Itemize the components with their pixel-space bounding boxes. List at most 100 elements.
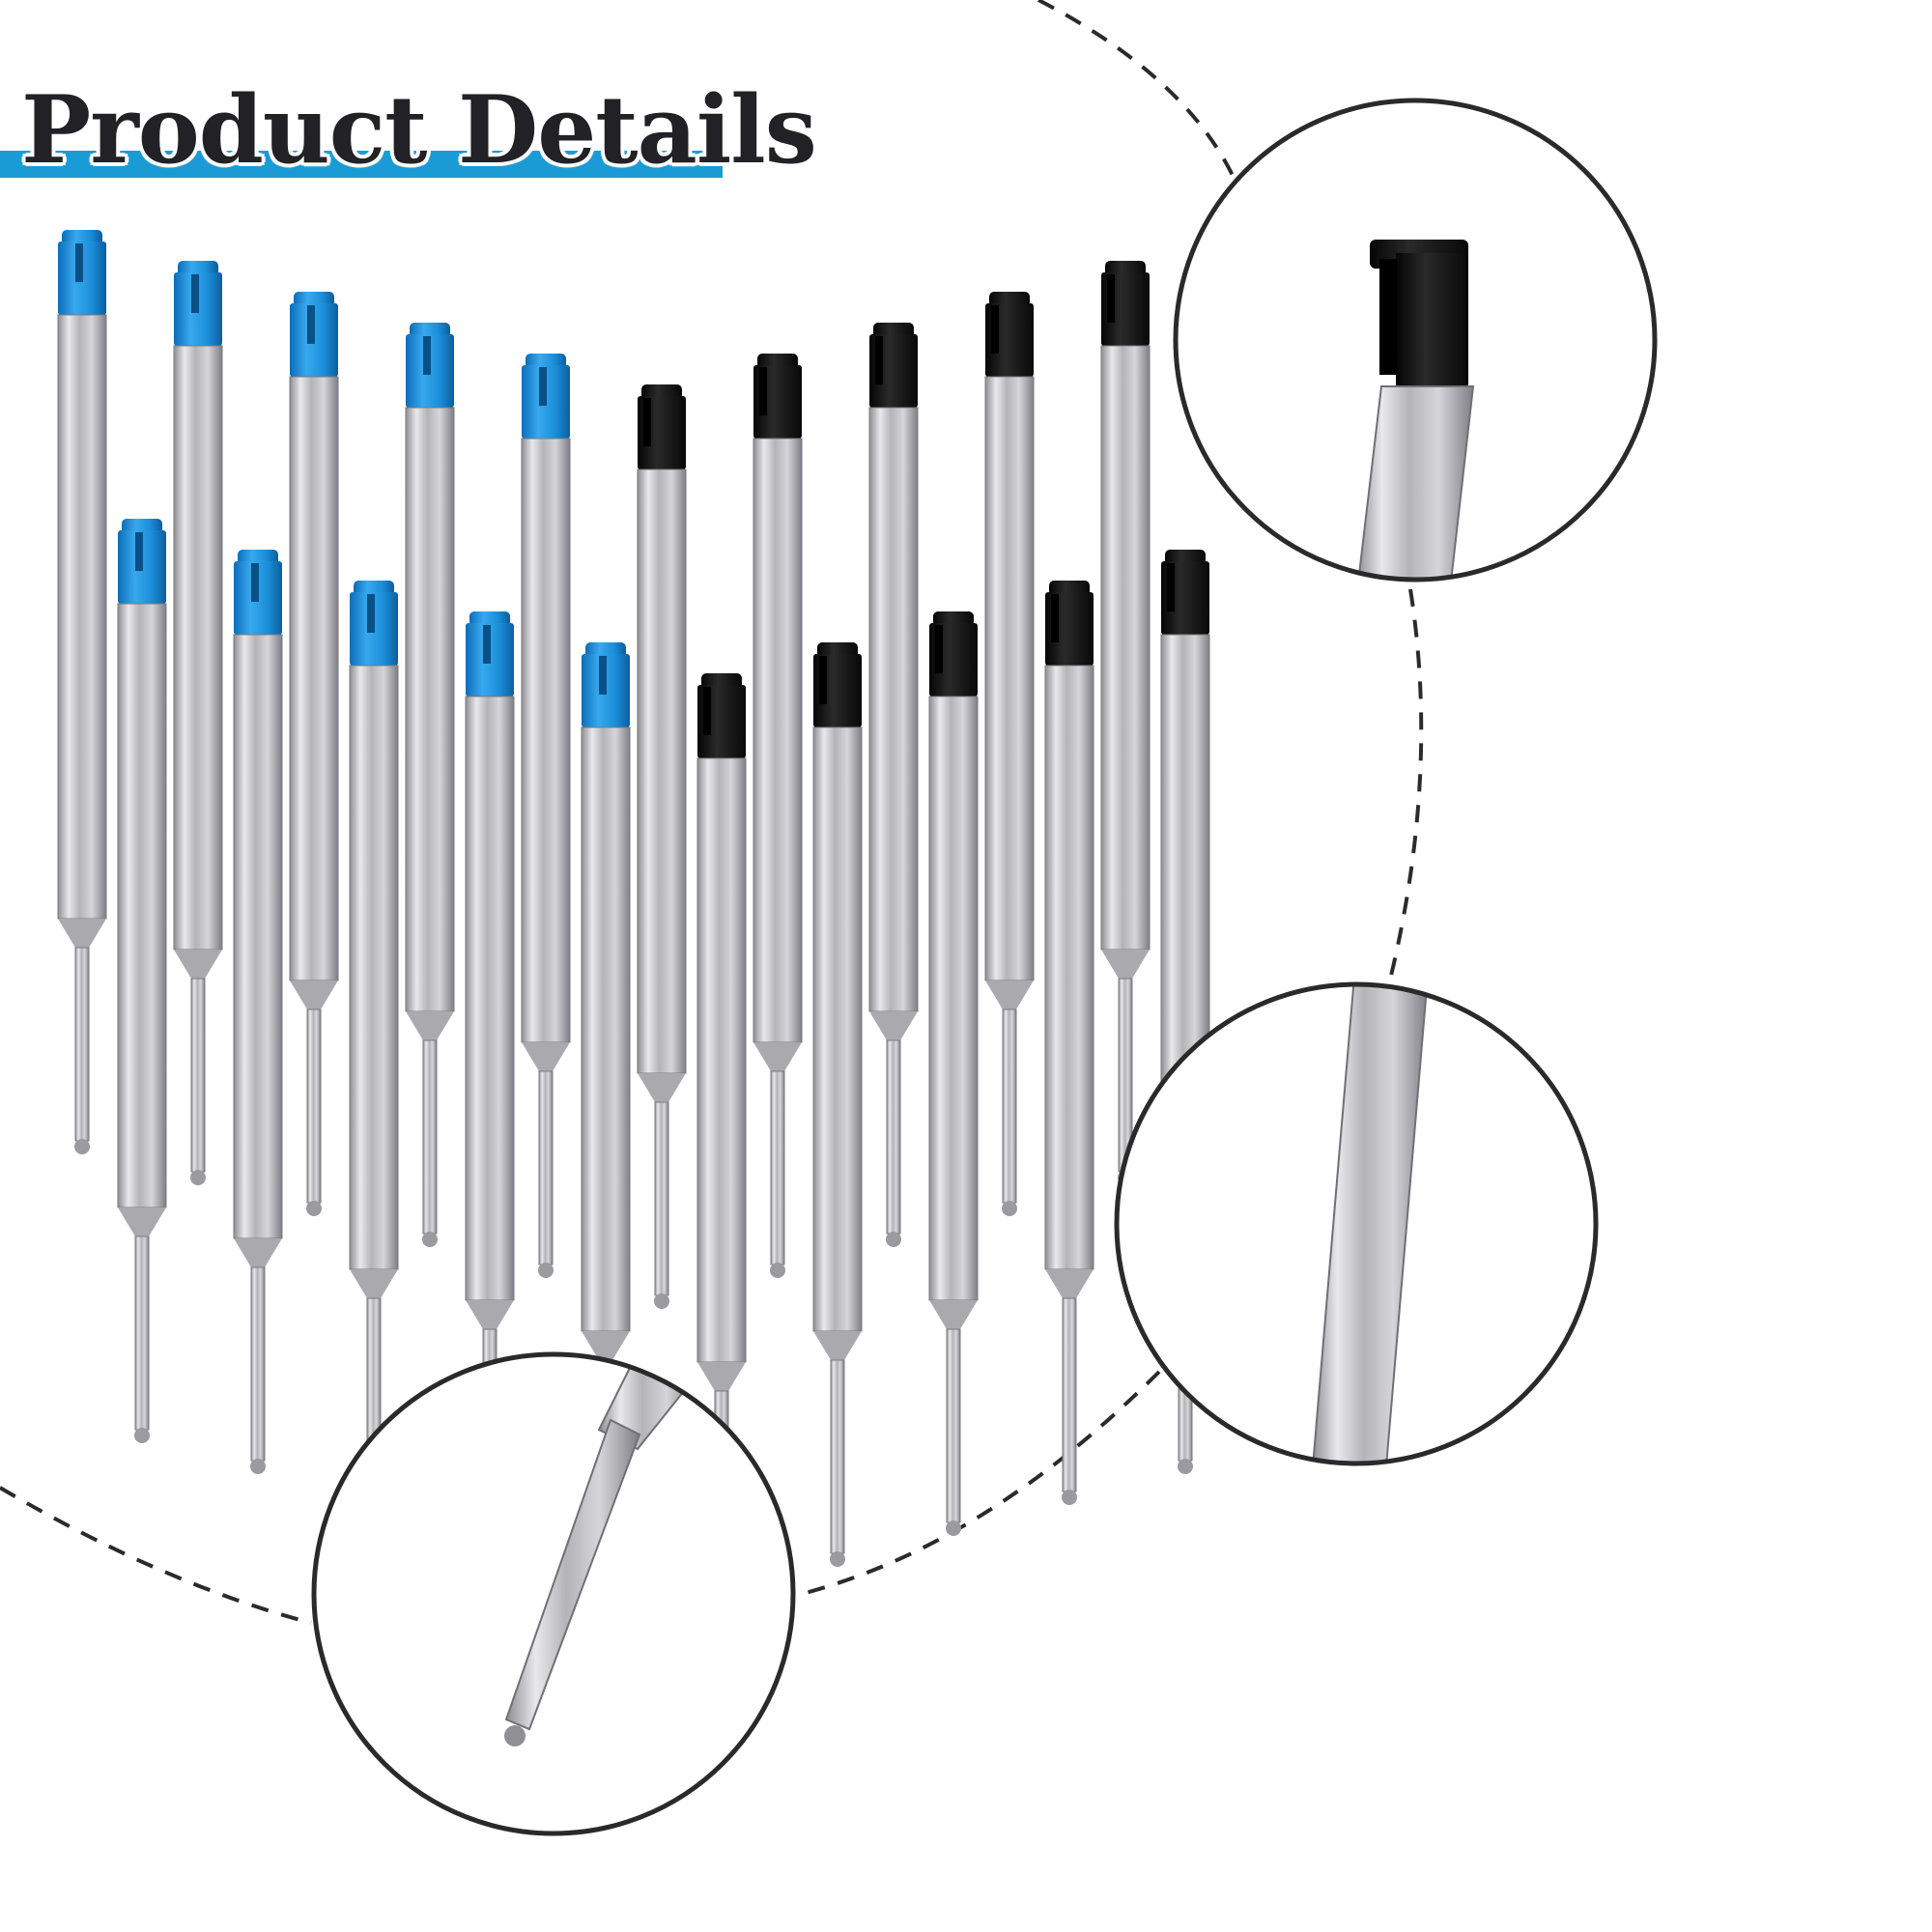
cap-notch — [1107, 274, 1115, 323]
dashed-arc-top — [1037, 0, 1238, 185]
refill-black-17 — [928, 611, 979, 1536]
ball-tip — [306, 1201, 322, 1216]
refill-black-6 — [753, 354, 803, 1278]
ball-tip — [74, 1139, 90, 1154]
refill-barrel — [753, 438, 803, 1043]
refill-taper — [466, 1300, 514, 1329]
cap-notch — [991, 305, 999, 354]
refill-neck — [654, 1101, 669, 1296]
refill-barrel — [521, 438, 571, 1043]
cap-notch — [875, 336, 883, 384]
refill-taper — [1101, 950, 1150, 979]
refill-taper — [174, 950, 222, 979]
refill-barrel — [581, 726, 631, 1332]
magnified-barrel — [1310, 984, 1430, 1463]
refill-black-9 — [1100, 261, 1151, 1185]
refill-blue-11 — [233, 550, 283, 1474]
cap-slot — [135, 532, 143, 571]
refill-taper — [697, 1362, 746, 1391]
refill-taper — [1045, 1269, 1094, 1298]
refill-taper — [582, 1331, 630, 1360]
refill-neck — [250, 1266, 266, 1462]
ball-tip — [422, 1232, 438, 1247]
refill-neck — [190, 978, 206, 1173]
dashed-arc-right — [1389, 588, 1424, 977]
callout-outline — [1173, 98, 1658, 582]
refill-barrel — [984, 376, 1035, 981]
cap-notch — [759, 367, 767, 415]
refill-barrel — [812, 726, 863, 1332]
refill-taper — [929, 1300, 978, 1329]
refill-taper — [58, 919, 106, 948]
refill-black-5 — [637, 384, 687, 1309]
refill-blue-12 — [349, 581, 399, 1505]
page-title: Product Details — [21, 75, 817, 185]
refill-neck — [74, 947, 90, 1142]
refill-blue-4 — [521, 354, 571, 1278]
refill-barrel — [1100, 345, 1151, 951]
refill-taper — [522, 1042, 570, 1071]
cap-notch — [643, 398, 651, 446]
refill-taper — [753, 1042, 802, 1071]
magnified-cap — [1396, 253, 1468, 388]
refill-barrel — [465, 696, 515, 1301]
zoom-callout-barrel — [1114, 981, 1599, 1466]
cap-slot — [307, 305, 315, 344]
refill-taper — [350, 1269, 398, 1298]
refill-neck — [1002, 1009, 1017, 1204]
cap-slot — [423, 336, 431, 375]
refill-black-18 — [1044, 581, 1094, 1505]
dashed-arc-bottom — [801, 1370, 1161, 1596]
refill-black-8 — [984, 292, 1035, 1216]
cap-notch — [703, 687, 711, 735]
refill-blue-3 — [405, 323, 455, 1247]
ball-tip — [770, 1263, 785, 1278]
refill-taper — [985, 980, 1034, 1009]
refill-taper — [234, 1238, 282, 1267]
refill-neck — [306, 1009, 322, 1204]
refill-neck — [886, 1039, 901, 1235]
cap-notch — [1167, 563, 1175, 611]
ball-tip — [886, 1232, 901, 1247]
ball-tip — [654, 1293, 669, 1309]
callout-outline — [1114, 981, 1599, 1466]
cap-slot — [75, 243, 83, 282]
refill-black-16 — [812, 642, 863, 1567]
cap-slot — [599, 656, 607, 695]
refill-barrel — [57, 314, 107, 920]
refill-neck — [830, 1359, 845, 1554]
refill-barrel — [868, 407, 919, 1012]
cap-slot — [367, 594, 375, 633]
callout-outline — [311, 1351, 796, 1836]
refill-neck — [946, 1328, 961, 1523]
refill-barrel — [233, 634, 283, 1239]
refill-barrel — [173, 345, 223, 951]
ball-tip — [1002, 1201, 1017, 1216]
cap-slot — [483, 625, 491, 664]
refill-barrel — [289, 376, 339, 981]
refill-barrel — [696, 757, 747, 1363]
ball-tip — [1178, 1459, 1193, 1474]
cap-notch — [1051, 594, 1059, 642]
cap-slot — [191, 274, 199, 313]
refill-black-7 — [868, 323, 919, 1247]
ball-tip — [134, 1428, 150, 1443]
zoom-callouts — [311, 98, 1658, 1836]
cap-slot — [251, 563, 259, 602]
zoom-callout-cap — [1173, 98, 1658, 582]
refill-neck — [134, 1236, 150, 1431]
cap-notch — [819, 656, 827, 704]
ball-tip — [190, 1170, 206, 1185]
zoom-callout-tip — [311, 1351, 796, 1836]
magnified-cap-notch — [1379, 259, 1397, 375]
refill-barrel — [117, 603, 167, 1208]
refill-barrel — [637, 469, 687, 1074]
magnified-barrel — [1354, 385, 1475, 580]
callout-magnified-view — [1310, 984, 1430, 1463]
cap-slot — [539, 367, 547, 406]
refill-barrel — [349, 665, 399, 1270]
refill-neck — [770, 1070, 785, 1265]
refill-taper — [118, 1208, 166, 1236]
refill-blue-14 — [581, 642, 631, 1567]
